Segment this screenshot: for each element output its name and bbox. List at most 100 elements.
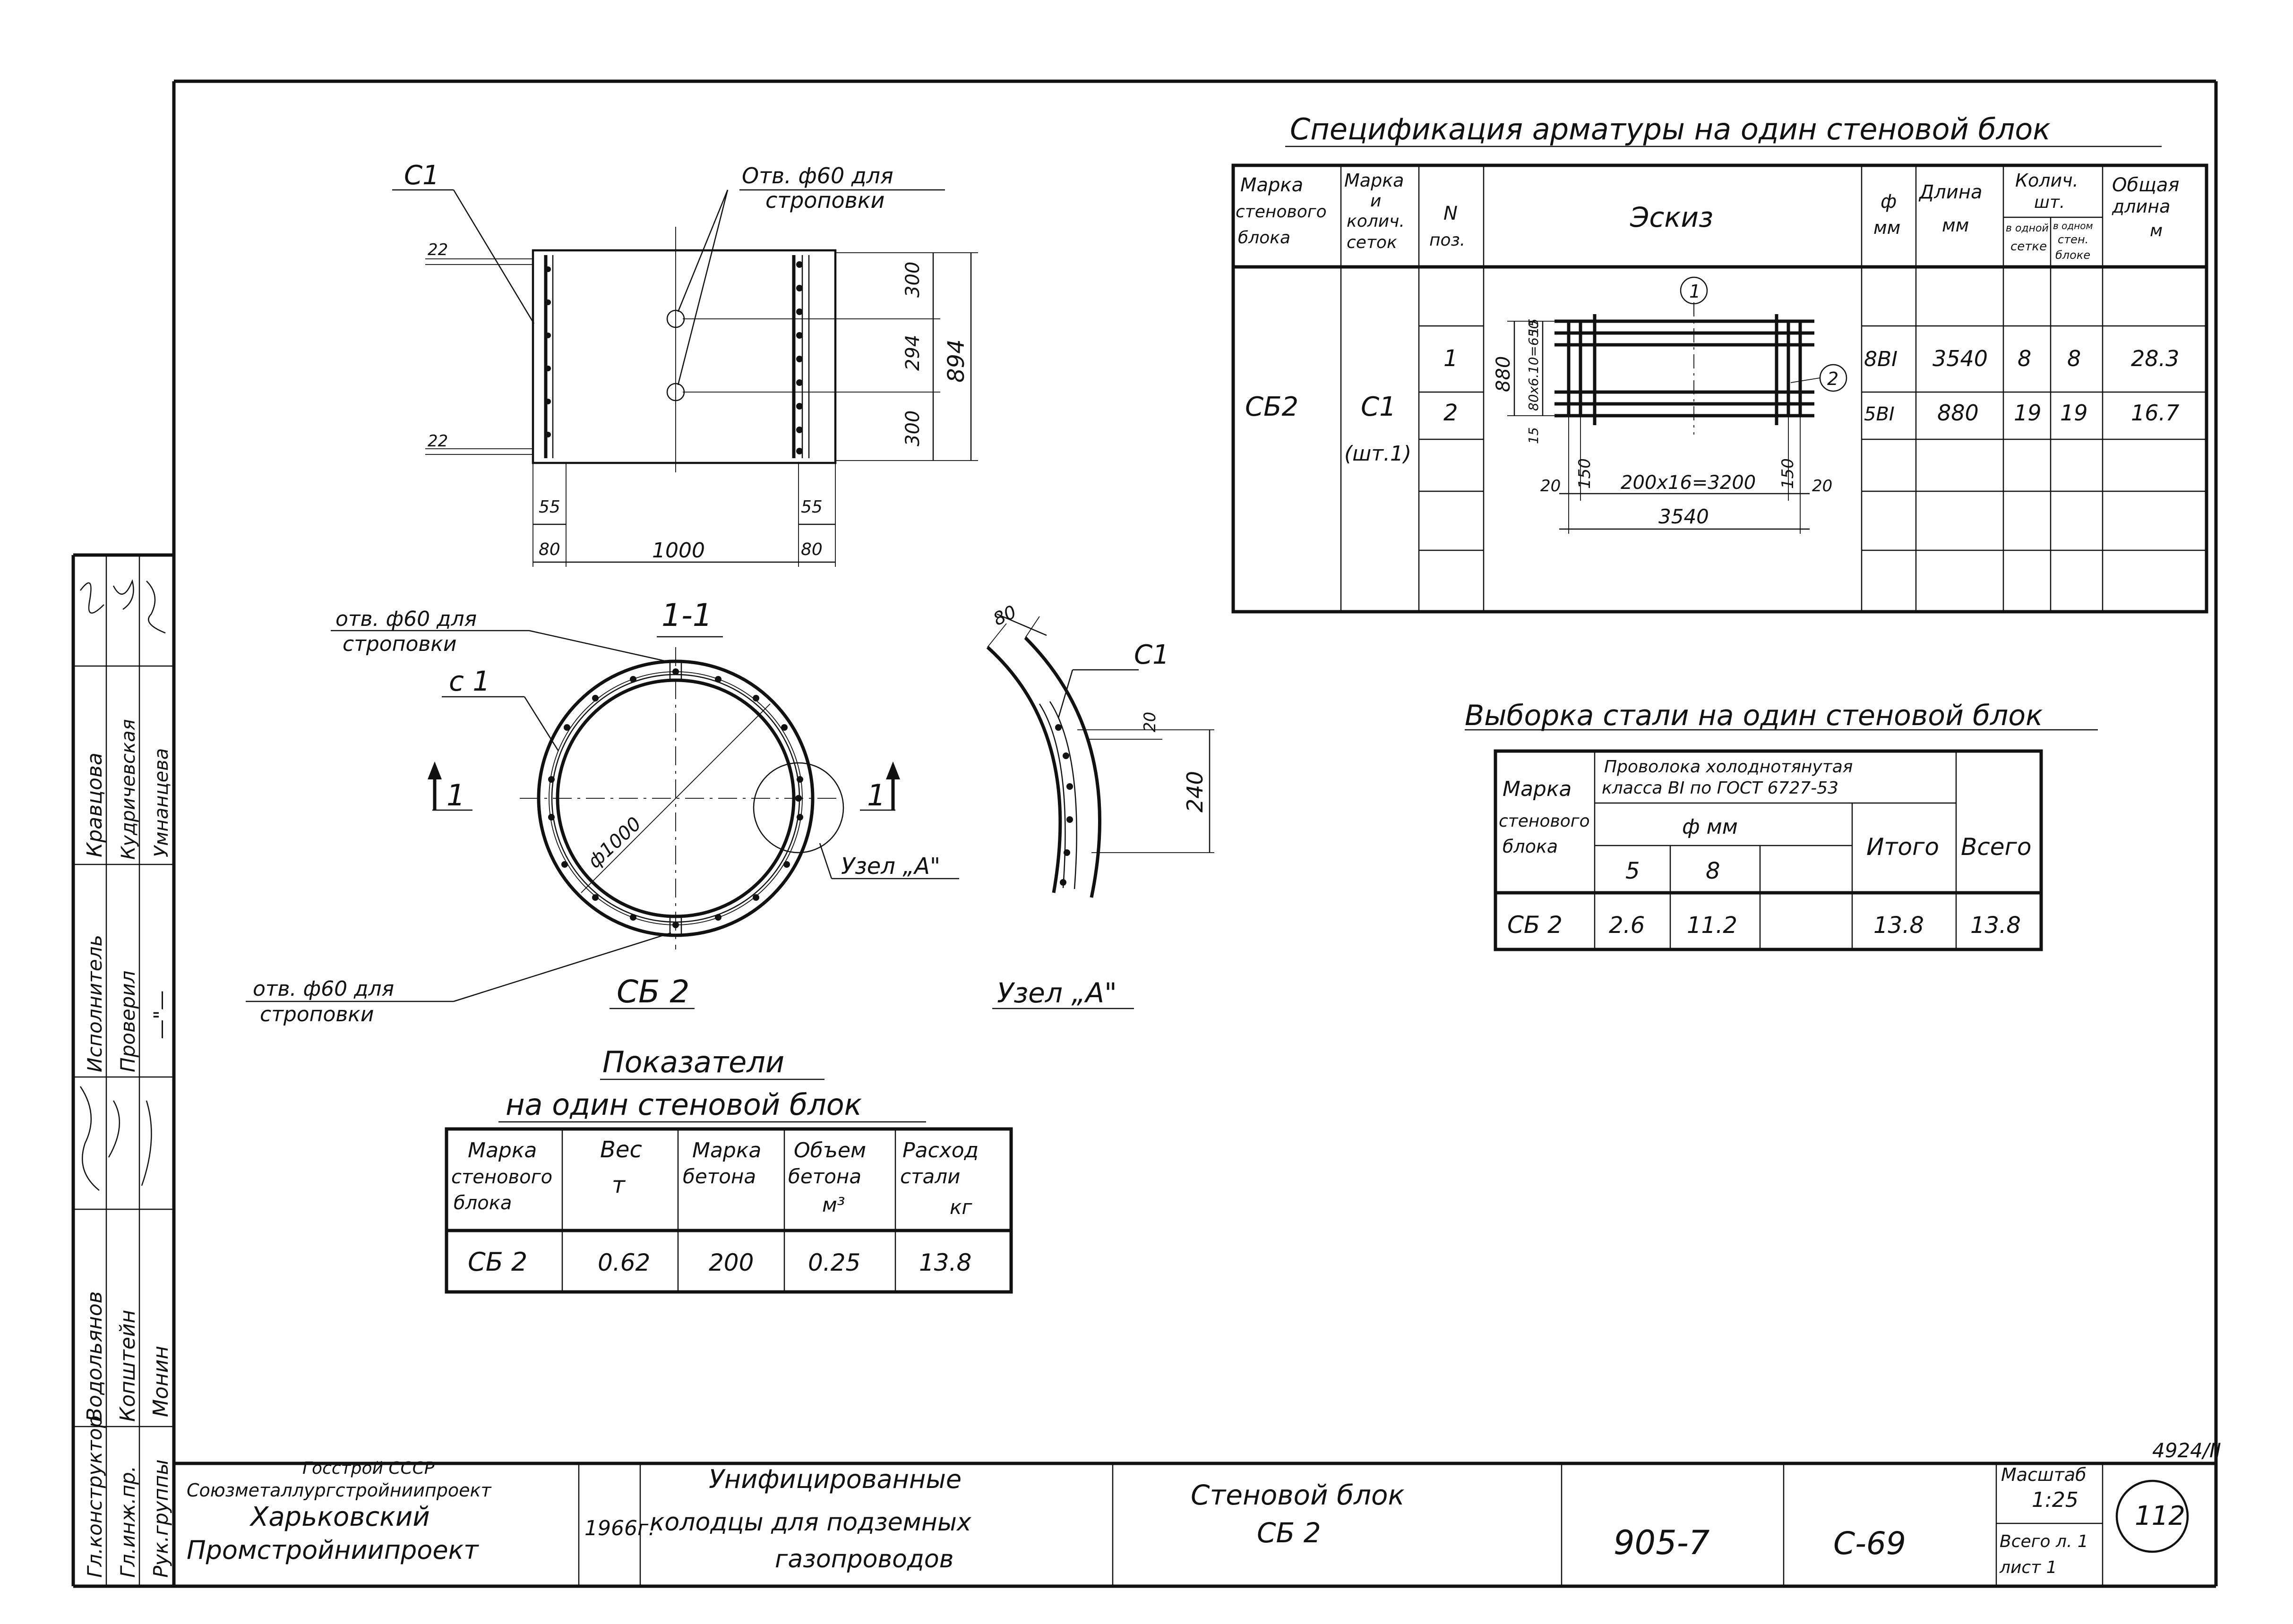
stamp-name-5: Кудричевская <box>118 719 139 860</box>
ind-h-volume-2: бетона <box>788 1165 861 1188</box>
plan-dim-22-top: 22 <box>428 240 448 259</box>
ind-h-block-3: блока <box>454 1192 512 1214</box>
ind-row-volume: 0.25 <box>808 1249 860 1276</box>
spec-h-mesh-2: и <box>1370 191 1381 211</box>
ind-h-steel-2: стали <box>900 1165 960 1188</box>
tb-drawing-2: СБ 2 <box>1257 1517 1321 1549</box>
stamp-name-3: Монин <box>149 1346 173 1417</box>
tb-project-2: колодцы для подземных <box>650 1508 972 1537</box>
spec-len-2: 880 <box>1937 400 1979 426</box>
sketch-dim-span: 200х16=3200 <box>1621 472 1756 494</box>
page-number-circle <box>2115 1479 2189 1553</box>
spec-h-diam-2: мм <box>1873 217 1900 238</box>
plan-dim-294: 294 <box>902 335 924 371</box>
section-diameter: ф1000 <box>584 813 645 872</box>
steel-row-total: 13.8 <box>1970 912 2021 939</box>
tb-org-2: Союзметаллургстройниипроект <box>187 1480 492 1501</box>
plan-hole-label-1: Отв. ф60 для <box>742 163 893 188</box>
node-title: Узел „А" <box>997 977 1117 1009</box>
spec-h-block-1: Марка <box>1240 174 1303 196</box>
spec-total-2: 16.7 <box>2131 400 2179 426</box>
spec-h-sketch: Эскиз <box>1630 201 1713 233</box>
spec-mesh: С1 <box>1361 392 1396 422</box>
ind-h-steel-1: Расход <box>902 1138 979 1162</box>
spec-table: Спецификация арматуры на один стеновой б… <box>1231 112 2208 614</box>
ind-h-concrete-1: Марка <box>692 1138 761 1162</box>
steel-h-wire-1: Проволока холоднотянутая <box>1604 757 1853 777</box>
sketch-dim-side: 80х6.10=650 <box>1526 321 1541 411</box>
spec-block: СБ2 <box>1245 392 1298 422</box>
stamp-role-6: —"— <box>149 991 172 1039</box>
spec-h-mesh-3: колич. <box>1347 212 1405 231</box>
stamp-role-4: Исполнитель <box>83 935 106 1072</box>
plan-dim-300-top: 300 <box>902 262 924 298</box>
ind-h-block-2: стенового <box>451 1166 552 1188</box>
plan-dim-55-left: 55 <box>539 497 560 517</box>
steel-row-8: 11.2 <box>1687 912 1737 939</box>
plan-view: С1 Отв. ф60 для строповки 22 22 300 294 … <box>392 160 978 567</box>
steel-h-total: Всего <box>1961 833 2031 861</box>
plan-dim-1000: 1000 <box>652 538 705 563</box>
sketch-dim-20-left: 20 <box>1540 477 1561 496</box>
section-block-label: СБ 2 <box>617 974 689 1010</box>
stamp-role-3: Рук.группы <box>149 1459 172 1578</box>
steel-row-subtotal: 13.8 <box>1873 912 1924 939</box>
sketch-dim-15-bottom: 15 <box>1526 427 1541 444</box>
ind-h-volume-1: Объем <box>794 1138 866 1162</box>
stamp-name-6: Умнанцева <box>151 748 172 857</box>
tb-scale-label: Масштаб <box>2001 1464 2087 1485</box>
stamp-role-5: Проверил <box>116 971 139 1072</box>
spec-h-qty-block-1: в одном <box>2053 220 2093 231</box>
ind-title-2: на один стеновой блок <box>506 1087 862 1122</box>
spec-h-block-2: стенового <box>1236 202 1327 222</box>
plan-dim-55-right: 55 <box>801 497 823 517</box>
tb-org-4: Промстройниипроект <box>187 1535 479 1565</box>
node-dim-240: 240 <box>1182 771 1208 812</box>
sketch-dim-20-right: 20 <box>1812 477 1832 496</box>
node-view: 80 С1 20 240 Узел „А" <box>986 601 1214 1009</box>
spec-qtym-2: 19 <box>2014 400 2042 426</box>
section-node-label: Узел „А" <box>841 853 940 880</box>
sketch-dim-150-right: 150 <box>1778 458 1797 489</box>
tb-project-1: Унифицированные <box>709 1464 962 1494</box>
spec-len-1: 3540 <box>1932 346 1988 371</box>
spec-h-pos-2: поз. <box>1429 231 1465 250</box>
ind-row-weight: 0.62 <box>598 1249 650 1276</box>
ind-row-steel: 13.8 <box>919 1249 971 1276</box>
page-number: 112 <box>2135 1501 2185 1531</box>
sketch-dim-880: 880 <box>1493 356 1514 392</box>
spec-qtym-1: 8 <box>2018 346 2031 371</box>
plan-dim-300-bottom: 300 <box>902 410 924 446</box>
stamp-role-2: Гл.инж.пр. <box>116 1466 139 1578</box>
section-hole-bottom-1: отв. ф60 для <box>253 977 394 1001</box>
spec-h-mesh-4: сеток <box>1347 233 1397 252</box>
stamp-name-2: Копштейн <box>116 1310 140 1422</box>
spec-h-len-1: Длина <box>1918 181 1982 203</box>
steel-h-block-3: блока <box>1503 836 1558 857</box>
stamp-role-1: Гл.конструктор <box>83 1416 106 1578</box>
spec-h-qty-2: шт. <box>2034 193 2065 212</box>
plan-mesh-label: С1 <box>404 160 439 191</box>
steel-row-5: 2.6 <box>1609 912 1645 939</box>
signature-1 <box>80 579 166 634</box>
plan-mesh-dots <box>545 261 803 454</box>
title-block: 4924/II 112 Госстрой СССР Союзметаллургс… <box>174 1439 2221 1586</box>
sheet-frame <box>71 79 2218 1588</box>
signature-stamp: Гл.конструктор Гл.инж.пр. Рук.группы Исп… <box>73 555 174 1586</box>
spec-qtyb-1: 8 <box>2067 346 2081 371</box>
ind-row-block: СБ 2 <box>468 1247 527 1277</box>
spec-h-block-3: блока <box>1238 228 1290 248</box>
node-mesh-label: С1 <box>1134 640 1169 670</box>
steel-h-diam: ф мм <box>1682 815 1738 839</box>
tb-year: 1966г. <box>584 1516 655 1540</box>
ind-h-concrete-2: бетона <box>683 1165 756 1188</box>
spec-diam-2: 5BI <box>1864 403 1895 425</box>
sketch-marker-1: 1 <box>1689 281 1700 302</box>
spec-h-mesh-1: Марка <box>1344 170 1404 191</box>
indicators-table: Показатели на один стеновой блок Марка с… <box>445 1045 1013 1294</box>
spec-h-diam-1: ф <box>1881 191 1897 213</box>
spec-pos-2: 2 <box>1443 400 1458 426</box>
tb-series: 905-7 <box>1614 1523 1709 1562</box>
steel-h-subtotal: Итого <box>1866 833 1939 861</box>
